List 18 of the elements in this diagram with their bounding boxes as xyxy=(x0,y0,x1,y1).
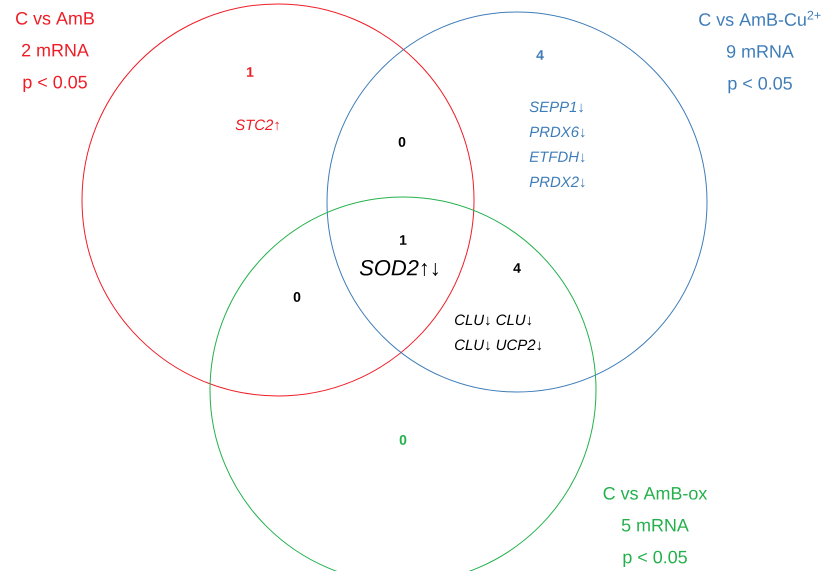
region-count: 1 xyxy=(400,235,406,245)
region-count: 0 xyxy=(398,137,406,147)
gene-label: ETFDH↓ xyxy=(530,152,584,162)
region-count: 0 xyxy=(294,292,300,302)
region-count: 0 xyxy=(400,435,406,445)
region-count: 4 xyxy=(536,50,544,60)
gene-label: CLU↓ CLU↓ xyxy=(455,314,532,326)
gene-label: STC2↑ xyxy=(236,120,279,130)
gene-label: CLU↓ UCP2↓ xyxy=(455,340,542,350)
set-heading: C vs AmB 2 mRNA p < 0.05 xyxy=(16,12,94,92)
set-heading: C vs AmB-Cu$^{2+}$ 9 mRNA p < 0.05 xyxy=(699,10,821,94)
gene-label: PRDX6↓ xyxy=(530,126,584,138)
region-count: 1 xyxy=(247,67,254,77)
gene-label: SOD2↑↓ xyxy=(360,260,438,276)
gene-label: SEPP1↓ xyxy=(530,102,583,112)
region-count: 4 xyxy=(513,263,521,273)
set-heading: C vs AmB-ox 5 mRNA p < 0.05 xyxy=(604,486,708,567)
gene-label: PRDX2↓ xyxy=(530,176,584,188)
